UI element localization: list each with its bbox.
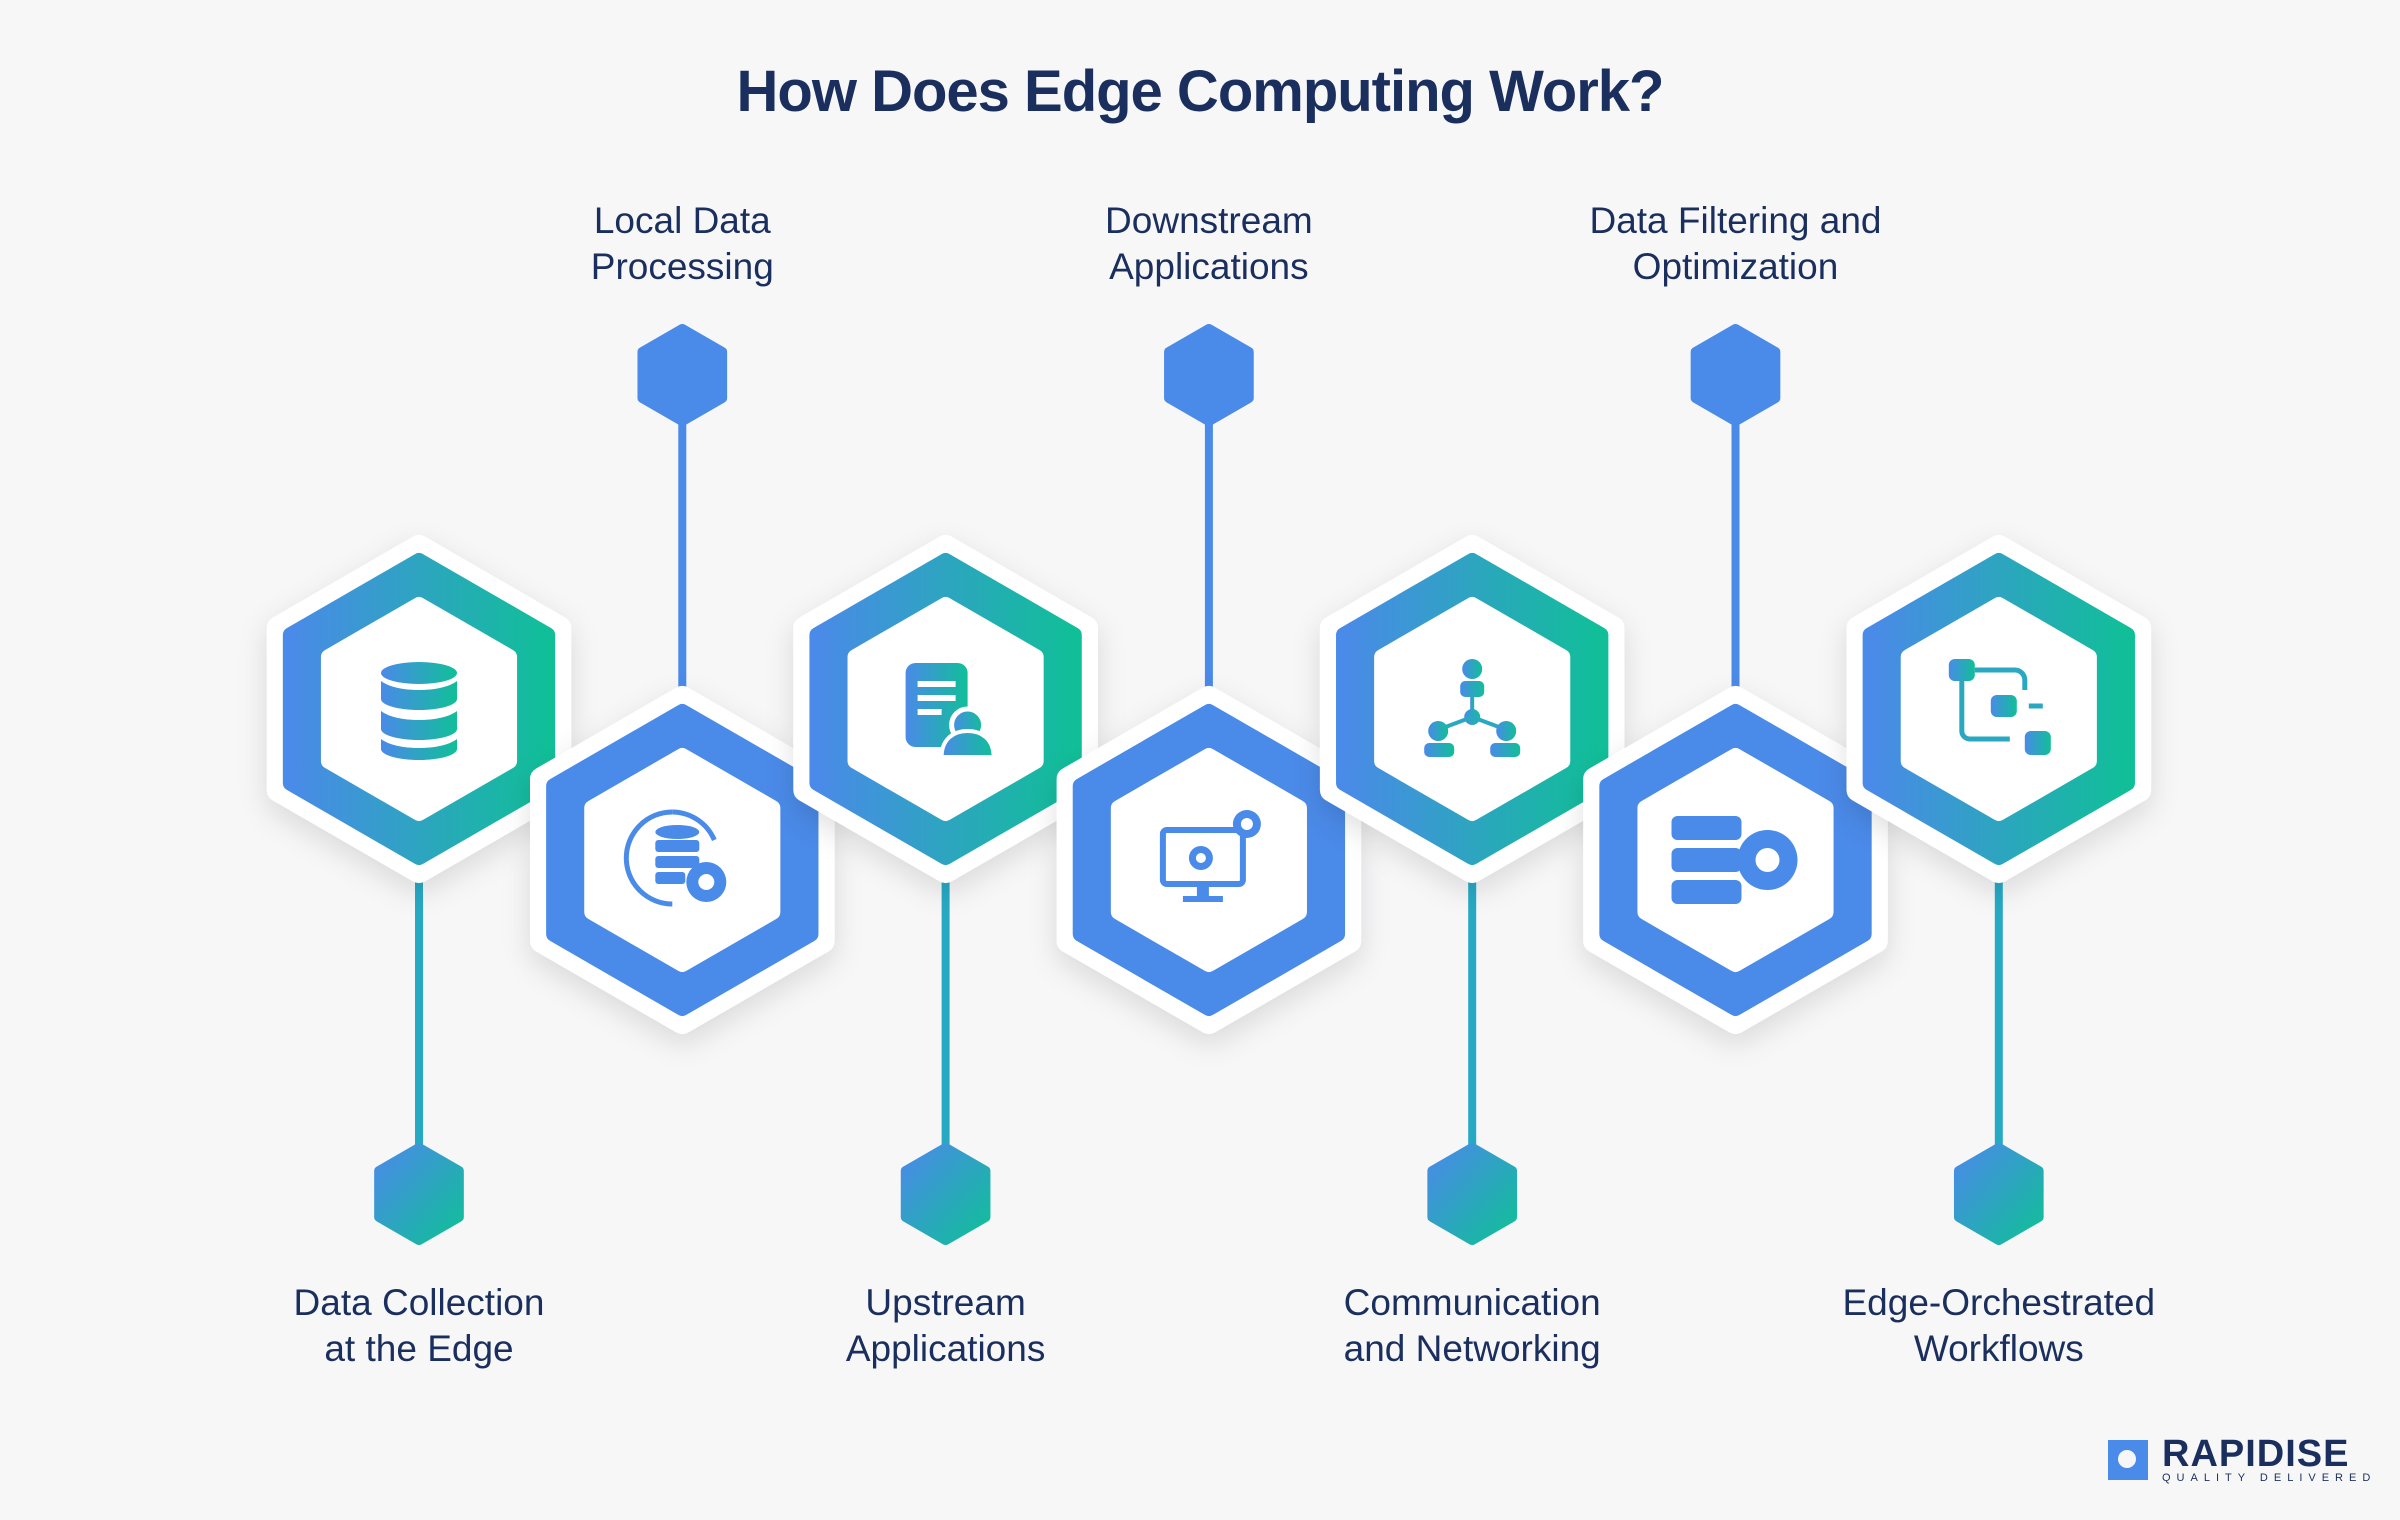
step-label-line: Communication [1343,1282,1601,1323]
step-label-line: Optimization [1632,246,1839,287]
step-label-line: Processing [590,246,774,287]
step-label-line: Workflows [1913,1328,2084,1369]
network-people-icon [1424,659,1521,757]
step-3 [793,535,1098,1245]
server-gear-icon [1671,816,1798,904]
step-label-line: Downstream [1105,200,1313,241]
step-label-line: Edge-Orchestrated [1842,1282,2156,1323]
step-label-line: Data Filtering and [1589,200,1882,241]
step-1 [266,535,572,1245]
monitor-gear-icon [1159,810,1261,902]
database-icon [381,662,457,760]
step-label: Data Collection at the Edge [239,1280,599,1372]
step-5 [1319,535,1625,1245]
node-marker-hexagon [1953,1143,2044,1245]
step-label: Communication and Networking [1292,1280,1652,1372]
logo-mark-icon [2108,1440,2148,1480]
node-marker-hexagon [900,1143,991,1245]
step-label-line: Data Collection [293,1282,545,1323]
document-user-icon [905,663,996,759]
page-title: How Does Edge Computing Work? [736,59,1665,124]
node-marker-hexagon [637,324,728,426]
node-marker-hexagon [374,1143,464,1245]
rapidise-logo: RAPIDISE QUALITY DELIVERED [2108,1433,2377,1484]
node-marker-hexagon [1427,1143,1518,1245]
database-gear-icon [623,809,727,907]
step-label-line: Local Data [593,200,771,241]
step-2 [530,324,835,1034]
step-label-line: and Networking [1343,1328,1601,1369]
step-label-line: Applications [1109,246,1309,287]
workflow-icon [1948,659,2051,755]
step-7 [1846,535,2152,1245]
node-marker-hexagon [1690,324,1781,426]
step-label-line: Upstream [865,1282,1026,1323]
logo-name: RAPIDISE [2162,1433,2350,1475]
step-label-line: Applications [845,1328,1046,1369]
step-4 [1056,324,1362,1034]
step-label-line: at the Edge [324,1328,514,1369]
logo-tagline: QUALITY DELIVERED [2162,1472,2377,1484]
step-6 [1583,324,1888,1034]
node-marker-hexagon [1164,324,1254,426]
